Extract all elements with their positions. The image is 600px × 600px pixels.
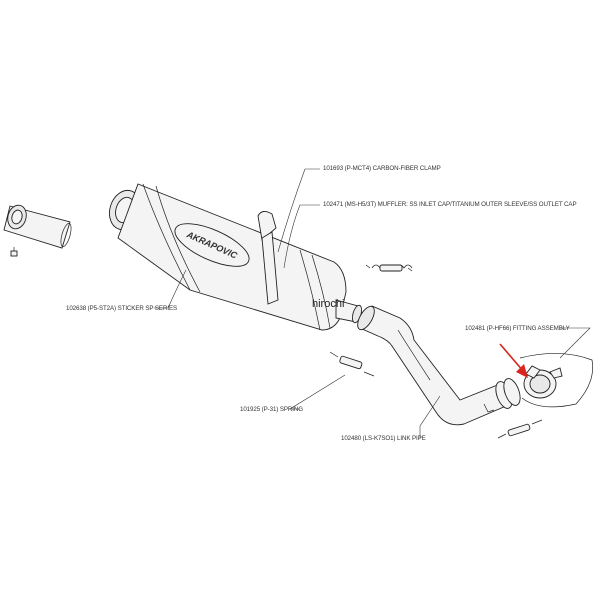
- clamp-leader: [277, 168, 320, 253]
- fitting-leader: [559, 327, 591, 359]
- watermark: hirochi: [312, 298, 344, 310]
- rivet-small: [10, 247, 18, 257]
- label-link-pipe: 102480 (LS-K7SO1) LINK PIPE: [341, 435, 426, 442]
- spring-leader: [288, 374, 346, 410]
- muffler: AKRAPOVIC: [109, 183, 363, 331]
- red-arrow: [499, 343, 528, 378]
- fitting-assembly: [519, 353, 593, 408]
- muffler-leader: [283, 204, 320, 269]
- label-muffler: 102471 (MS-H5/3T) MUFFLER: SS INLET CAP/…: [323, 201, 576, 208]
- spring-lower: [497, 419, 543, 439]
- label-clamp: 101693 (P-MCT4) CARBON-FIBER CLAMP: [323, 165, 441, 172]
- linkpipe-leader: [419, 395, 441, 438]
- label-fitting: 102481 (P-HF66) FITTING ASSEMBLY: [465, 325, 570, 332]
- spring-upper: [365, 264, 413, 272]
- inlet-sleeve: [3, 204, 72, 249]
- label-sticker: 102638 (P5-ST2A) STICKER SP SERIES: [66, 305, 177, 312]
- sticker-leader: [154, 269, 187, 309]
- spring-middle: [329, 351, 375, 377]
- label-spring: 101925 (P-31) SPRING: [240, 406, 303, 413]
- link-pipe: [357, 305, 521, 426]
